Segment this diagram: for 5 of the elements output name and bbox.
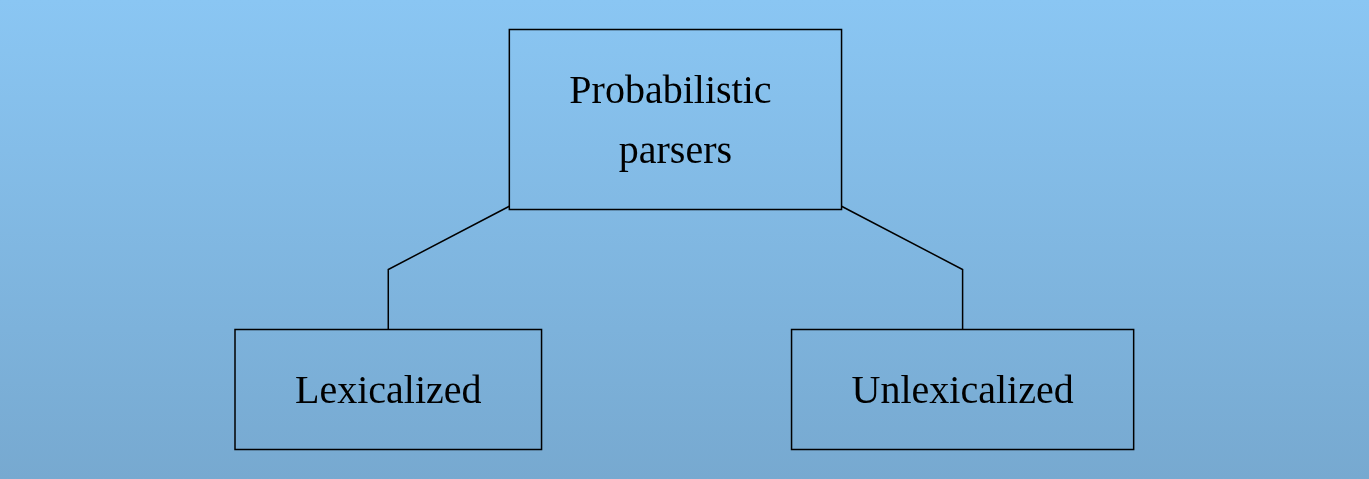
node-box: Unlexicalized [790, 328, 1135, 451]
node-box: Lexicalized [234, 328, 543, 451]
connector [840, 205, 964, 331]
node-box: Probabilistic parsers [508, 28, 843, 211]
connector [387, 205, 511, 331]
